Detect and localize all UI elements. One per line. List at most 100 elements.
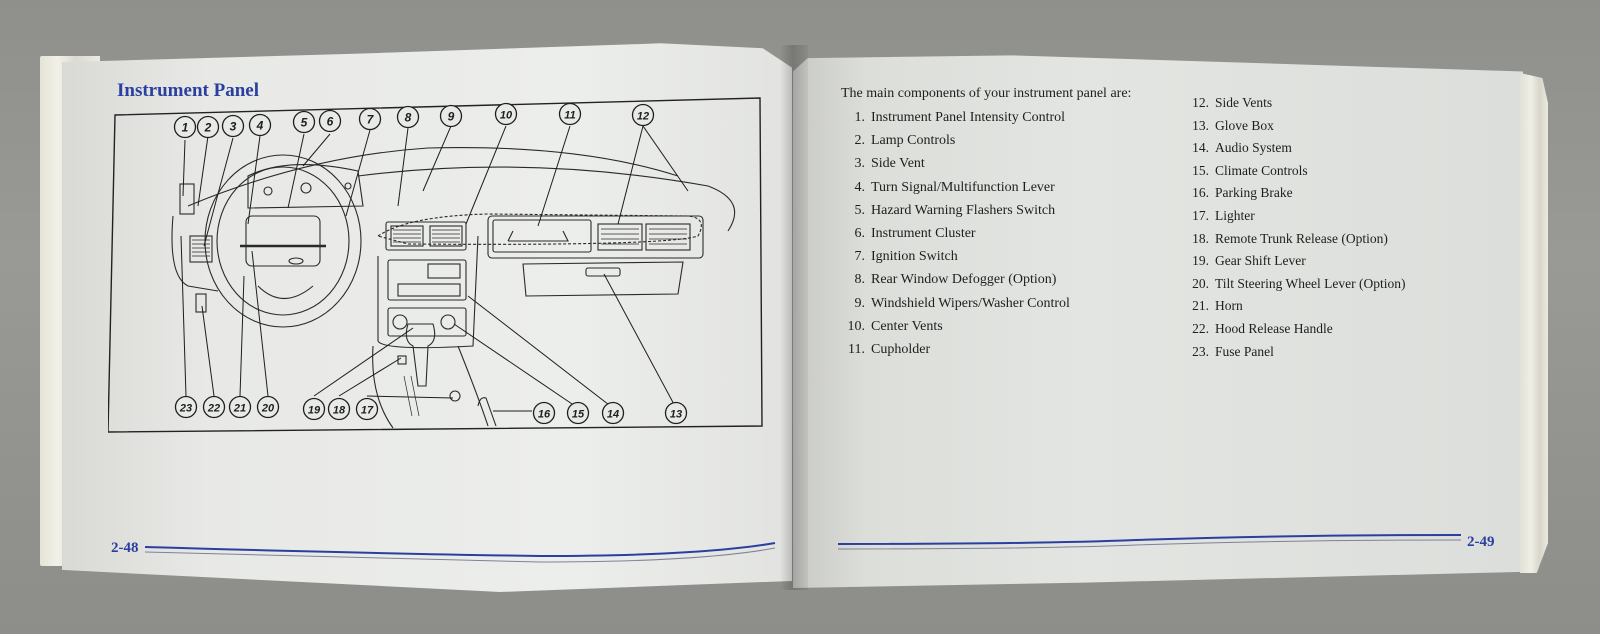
component-list-item: 9. Windshield Wipers/Washer Control xyxy=(841,292,1070,315)
footer-rule-right xyxy=(837,534,1462,550)
instrument-cluster xyxy=(247,164,364,209)
callout-circle xyxy=(327,397,351,421)
footer-rule-left xyxy=(144,542,776,563)
book-spine xyxy=(780,45,808,590)
component-number: 9. xyxy=(854,295,866,311)
callout-number: 3 xyxy=(230,120,237,134)
callout-number: 9 xyxy=(448,110,455,124)
component-list-item: 19. Gear Shift Lever xyxy=(1185,250,1405,273)
glove-box xyxy=(522,261,684,297)
callout-circle xyxy=(355,397,379,421)
component-label: Cupholder xyxy=(871,341,931,357)
component-number: 8. xyxy=(854,272,866,288)
component-label: Windshield Wipers/Washer Control xyxy=(871,295,1070,311)
component-list-item: 17.Lighter xyxy=(1185,205,1405,228)
component-list-item: 5. Hazard Warning Flashers Switch xyxy=(841,199,1070,222)
component-number: 11. xyxy=(848,341,865,357)
callout-number: 13 xyxy=(670,409,682,421)
cupholder xyxy=(492,219,592,253)
callout-number: 20 xyxy=(261,403,275,415)
component-number: 4. xyxy=(854,179,866,195)
callout-circle xyxy=(396,105,420,129)
component-label: Rear Window Defogger (Option) xyxy=(871,272,1057,288)
audio-system xyxy=(387,259,467,301)
component-list-item: 10.Center Vents xyxy=(841,315,1070,338)
component-label: Climate Controls xyxy=(1215,162,1308,178)
component-list-item: 16. Parking Brake xyxy=(1185,182,1405,205)
component-number: 18. xyxy=(1192,230,1209,246)
components-intro: The main components of your instrument p… xyxy=(841,86,1132,101)
component-list-item: 11. Cupholder xyxy=(841,338,1070,361)
callout-number: 4 xyxy=(256,119,264,133)
component-label: Instrument Panel Intensity Control xyxy=(871,110,1066,125)
component-number: 1. xyxy=(854,110,866,125)
callout-number: 18 xyxy=(333,405,346,417)
component-number: 19. xyxy=(1192,253,1209,269)
callout-number: 11 xyxy=(564,110,575,122)
callout-circle xyxy=(221,114,245,138)
climate-controls xyxy=(387,307,467,337)
component-number: 17. xyxy=(1192,207,1209,223)
component-list-item: 18. Remote Trunk Release (Option) xyxy=(1185,228,1405,251)
component-number: 3. xyxy=(854,156,866,172)
component-label: Lamp Controls xyxy=(871,133,956,149)
callout-number: 17 xyxy=(361,405,374,417)
component-label: Parking Brake xyxy=(1215,185,1293,201)
callout-circle xyxy=(358,107,382,131)
callout-circle xyxy=(664,401,688,425)
component-label: Tilt Steering Wheel Lever (Option) xyxy=(1215,275,1406,291)
component-label: Hazard Warning Flashers Switch xyxy=(871,202,1056,218)
component-label: Audio System xyxy=(1215,140,1292,156)
steering-wheel xyxy=(204,154,362,328)
callout-circle xyxy=(173,115,197,139)
page-number-left: 2-48 xyxy=(111,540,139,556)
callout-circle xyxy=(439,104,463,128)
component-number: 22. xyxy=(1192,320,1209,336)
callout-number: 5 xyxy=(301,116,308,130)
callout-circle xyxy=(566,401,590,425)
dashboard-drawing xyxy=(171,147,736,429)
component-number: 7. xyxy=(854,249,866,265)
component-label: Fuse Panel xyxy=(1215,343,1274,359)
callout-leaders xyxy=(180,125,689,412)
component-list-item: 12.Side Vents xyxy=(1185,92,1405,115)
callout-circle xyxy=(248,113,272,137)
component-list-item: 3. Side Vent xyxy=(841,152,1070,175)
callout-circle xyxy=(631,103,655,127)
callout-number: 8 xyxy=(405,111,412,125)
callout-number: 1 xyxy=(182,121,189,135)
component-number: 12. xyxy=(1192,95,1209,110)
component-number: 6. xyxy=(854,225,866,241)
callout-circle xyxy=(558,102,582,126)
component-label: Side Vent xyxy=(871,156,925,172)
component-number: 15. xyxy=(1192,162,1209,178)
component-list-item: 21.Horn xyxy=(1185,295,1405,318)
component-number: 20. xyxy=(1192,275,1209,291)
callout-circle xyxy=(318,109,342,133)
component-label: Horn xyxy=(1215,298,1243,314)
component-label: Hood Release Handle xyxy=(1215,320,1333,336)
component-list-item: 15. Climate Controls xyxy=(1185,160,1405,183)
callout-circle xyxy=(532,401,556,425)
callout-number: 14 xyxy=(607,409,619,421)
callout-number: 10 xyxy=(500,110,513,122)
callout-circle xyxy=(302,397,326,421)
page-number-right: 2-49 xyxy=(1467,534,1495,550)
component-number: 5. xyxy=(854,202,866,218)
callout-number: 22 xyxy=(207,403,220,415)
component-number: 10. xyxy=(847,318,866,334)
component-label: Ignition Switch xyxy=(871,249,958,265)
component-number: 16. xyxy=(1192,185,1209,201)
component-number: 13. xyxy=(1192,117,1209,133)
component-label: Remote Trunk Release (Option) xyxy=(1215,230,1388,246)
callout-number: 7 xyxy=(367,113,375,127)
component-list-item: 7. Ignition Switch xyxy=(841,245,1070,268)
callout-circle xyxy=(228,395,252,419)
section-title: Instrument Panel xyxy=(117,80,259,101)
callout-number: 2 xyxy=(204,121,212,135)
component-label: Gear Shift Lever xyxy=(1215,253,1306,269)
